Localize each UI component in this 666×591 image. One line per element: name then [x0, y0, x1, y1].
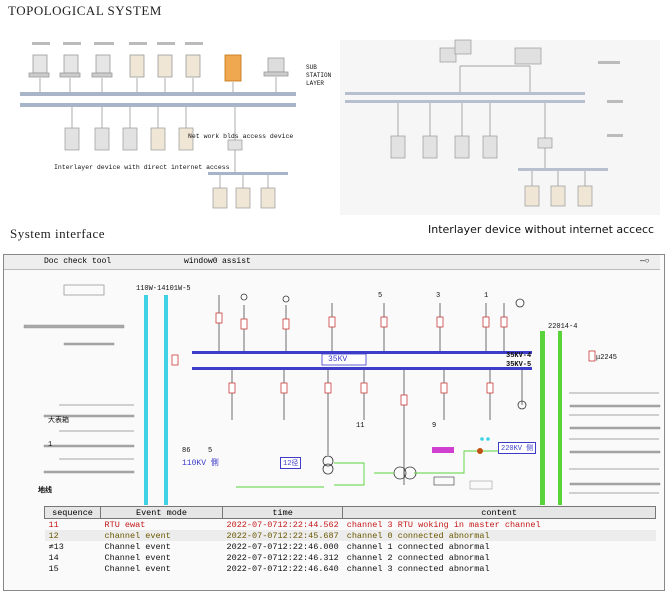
server-icon	[178, 127, 194, 151]
left-number: 1	[48, 441, 53, 449]
bay-number: 3	[436, 292, 441, 300]
bay-number: 5	[378, 292, 383, 300]
window-control-icon[interactable]: —○	[640, 257, 650, 266]
side-voltage-label: 110KV 側	[182, 459, 219, 468]
cell-time: 2022-07-0712:22:45.687	[222, 530, 343, 541]
server-icon	[150, 127, 166, 151]
cell-seq: ≄13	[48, 541, 64, 552]
device-icon	[260, 187, 276, 209]
server-icon	[64, 127, 80, 151]
bus-right-label-1: 35KV-4	[506, 352, 532, 360]
col-time[interactable]: time	[221, 506, 344, 519]
event-table: sequence Event mode time content 11 RTU e…	[44, 506, 656, 574]
server-icon	[390, 135, 406, 159]
device-icon	[212, 187, 228, 209]
server-icon	[422, 135, 438, 159]
workstation-icon	[28, 54, 50, 78]
cell-time: 2022-07-0712:22:44.562	[226, 519, 339, 530]
workstation-icon	[59, 54, 81, 78]
table-row[interactable]: 15 Channel event 2022-07-0712:22:46.640 cha…	[45, 563, 656, 574]
server-icon	[129, 54, 145, 78]
device-icon	[524, 185, 540, 207]
workstation-row	[28, 54, 289, 82]
table-row[interactable]: ≄13 Channel event 2022-07-0712:22:46.000 ch…	[45, 541, 656, 552]
cell-mode: Channel event	[104, 541, 171, 552]
cell-seq: 11	[48, 519, 59, 530]
topology-title: TOPOLOGICAL SYSTEM	[8, 3, 162, 18]
bay-number: 1	[484, 292, 489, 300]
cell-content: channel 1 connected abnormal	[346, 541, 490, 552]
server-icon	[454, 135, 470, 159]
workstation-icon	[91, 54, 113, 78]
cell-time: 2022-07-0712:22:46.000	[226, 541, 339, 552]
menu-bar: Doc check tool window0 assist —○	[4, 255, 660, 270]
menu-assist[interactable]: assist	[222, 257, 251, 266]
event-table-header: sequence Event mode time content	[44, 506, 656, 519]
interlayer-direct-label: Interlayer device with direct internet a…	[54, 164, 230, 171]
cell-mode: Channel event	[104, 563, 171, 574]
substation-diagram	[23, 284, 661, 505]
feeder-label-right: 22014-4	[548, 323, 578, 331]
bay-number: 11	[356, 422, 365, 430]
right-code-label: μ2245	[596, 354, 618, 362]
server-icon	[122, 127, 138, 151]
cell-time: 2022-07-0712:22:46.312	[226, 552, 339, 563]
gateway-icon	[224, 54, 242, 82]
cell-seq: 15	[48, 563, 59, 574]
menu-window[interactable]: window0	[184, 257, 218, 266]
col-event-mode[interactable]: Event mode	[100, 506, 223, 519]
switch-icon	[227, 139, 243, 151]
server-icon	[94, 127, 110, 151]
feeder-label-left: 110W-14101W-5	[136, 285, 191, 293]
cell-seq: 14	[48, 552, 59, 563]
cell-content: channel 3 RTU woking in master channel	[346, 519, 541, 530]
right-topology	[340, 39, 660, 215]
monitor-icon	[263, 57, 289, 77]
switch-icon	[537, 137, 553, 149]
table-row[interactable]: 11 RTU ewat 2022-07-0712:22:44.562 channel …	[45, 519, 656, 531]
topology-diagram	[20, 39, 660, 215]
server-icon	[157, 54, 173, 78]
left-topology	[20, 42, 296, 209]
monitor-icon	[439, 47, 457, 63]
device-icon	[235, 187, 251, 209]
network-access-label: Net work blds access device	[188, 133, 294, 140]
left-side-label: 大表箱	[48, 417, 69, 425]
cell-mode: channel event	[100, 530, 223, 541]
cell-mode: RTU ewat	[104, 519, 146, 530]
system-interface-title: System interface	[10, 226, 105, 241]
cell-content: channel 2 connected abnormal	[346, 552, 490, 563]
bus-right-label-2: 35KV-5	[506, 361, 532, 369]
cell-mode: Channel event	[104, 552, 171, 563]
mid-box-label-2: 220KV 侧	[498, 442, 537, 454]
interlayer-without-caption: Interlayer device without internet accec…	[428, 223, 655, 236]
side-number-2: 5	[208, 447, 213, 455]
cell-content: channel 3 connected abnormal	[346, 563, 490, 574]
side-number: 86	[182, 447, 191, 455]
left-bottom-label: 地线	[38, 487, 52, 495]
col-content[interactable]: content	[342, 506, 656, 519]
mid-box-label: 12径	[280, 457, 302, 469]
device-icon	[550, 185, 566, 207]
col-sequence[interactable]: sequence	[44, 506, 101, 519]
device-icon	[577, 185, 593, 207]
cell-content: channel 0 connected abnormal	[342, 530, 656, 541]
server-icon	[482, 135, 498, 159]
cell-time: 2022-07-0712:22:46.640	[226, 563, 339, 574]
menu-doc-check-tool[interactable]: Doc check tool	[44, 257, 112, 266]
server-icon	[185, 54, 201, 78]
monitor-icon	[454, 39, 472, 55]
bay-number: 9	[432, 422, 437, 430]
cell-seq: 12	[44, 530, 101, 541]
bus-label: 35KV	[328, 355, 348, 364]
sub-station-layer-label: SUB STATION LAYER	[306, 64, 332, 87]
table-row[interactable]: 14 Channel event 2022-07-0712:22:46.312 cha…	[45, 552, 656, 563]
printer-icon	[514, 47, 542, 65]
